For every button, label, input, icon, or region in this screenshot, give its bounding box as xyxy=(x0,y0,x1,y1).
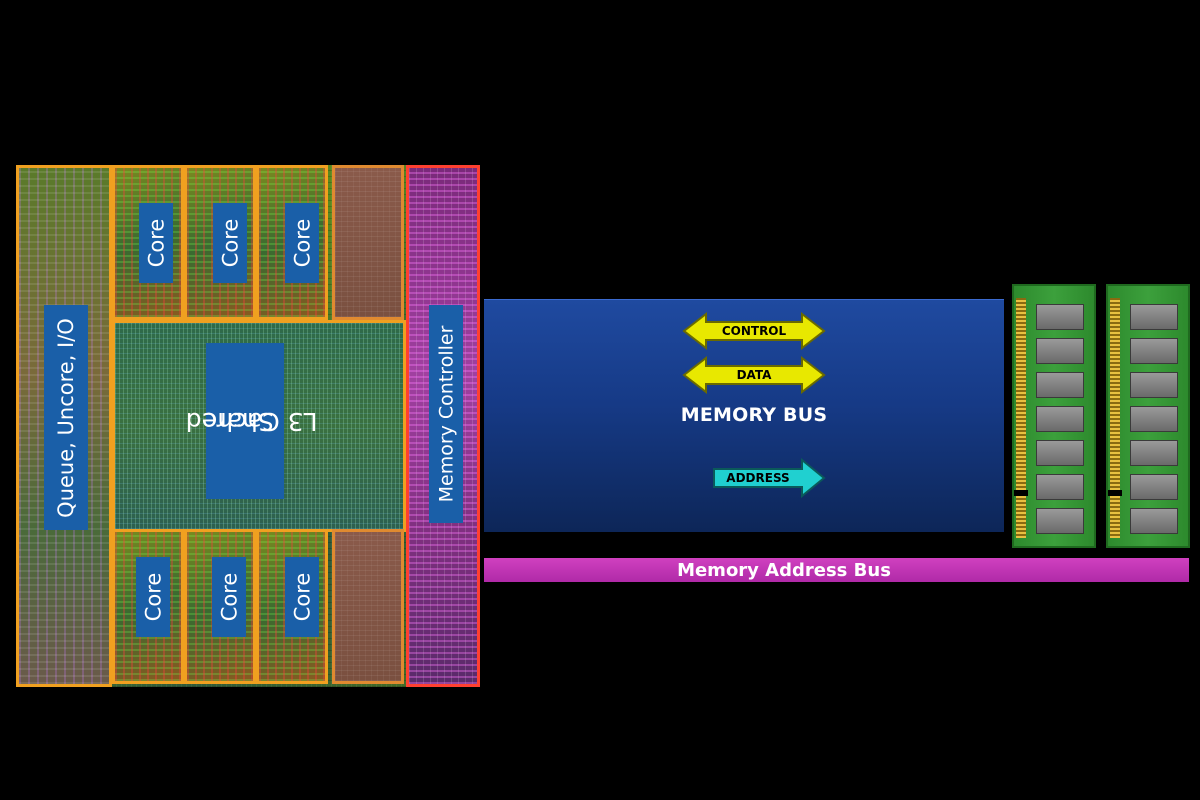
dram-chip xyxy=(1036,372,1084,398)
core-label-3: Core xyxy=(285,203,319,283)
core-label-4: Core xyxy=(136,557,170,637)
dimm-pins-1 xyxy=(1016,298,1026,538)
dram-chip xyxy=(1130,440,1178,466)
core-label-2: Core xyxy=(213,203,247,283)
bus-arrows-svg xyxy=(682,311,826,499)
dram-chip xyxy=(1130,304,1178,330)
data-arrow-label: DATA xyxy=(736,368,772,382)
memory-controller-label: Memory Controller xyxy=(429,305,463,523)
control-arrow xyxy=(682,311,826,351)
dram-chip xyxy=(1130,474,1178,500)
core-label-6: Core xyxy=(285,557,319,637)
dram-chip xyxy=(1036,338,1084,364)
dram-chip xyxy=(1036,474,1084,500)
dram-chip xyxy=(1036,508,1084,534)
unused-core-slot-bottom xyxy=(332,529,404,684)
dram-chip xyxy=(1036,406,1084,432)
memory-bus-panel: CONTROL DATA ADDRESS MEMORY BUS xyxy=(484,299,1004,532)
control-arrow-label: CONTROL xyxy=(721,324,787,338)
data-arrow xyxy=(682,355,826,395)
address-arrow-label: ADDRESS xyxy=(726,471,790,485)
dimm-notch-2 xyxy=(1108,490,1122,496)
dram-chip xyxy=(1036,304,1084,330)
l3-cache-label-line2: L3 Cache xyxy=(202,407,318,436)
dimm-module-1 xyxy=(1012,284,1096,548)
core-label-5: Core xyxy=(212,557,246,637)
cpu-die: Queue, Uncore, I/O Core Core Core Shared… xyxy=(16,165,480,687)
dimm-notch-1 xyxy=(1014,490,1028,496)
dram-chip xyxy=(1130,508,1178,534)
dram-chip xyxy=(1036,440,1084,466)
unused-core-slot-top xyxy=(332,165,404,320)
dram-chip xyxy=(1130,372,1178,398)
dimm-pins-2 xyxy=(1110,298,1120,538)
memory-address-bus-bar: Memory Address Bus xyxy=(484,558,1189,582)
dram-chip xyxy=(1130,338,1178,364)
address-arrow xyxy=(713,457,826,499)
l3-cache-label: Shared L3 Cache xyxy=(186,343,318,499)
memory-address-bus-label: Memory Address Bus xyxy=(677,560,891,581)
dimm-module-2 xyxy=(1106,284,1190,548)
core-label-1: Core xyxy=(139,203,173,283)
queue-uncore-io-label: Queue, Uncore, I/O xyxy=(44,305,88,530)
memory-bus-title: MEMORY BUS xyxy=(680,404,828,426)
dram-chip xyxy=(1130,406,1178,432)
